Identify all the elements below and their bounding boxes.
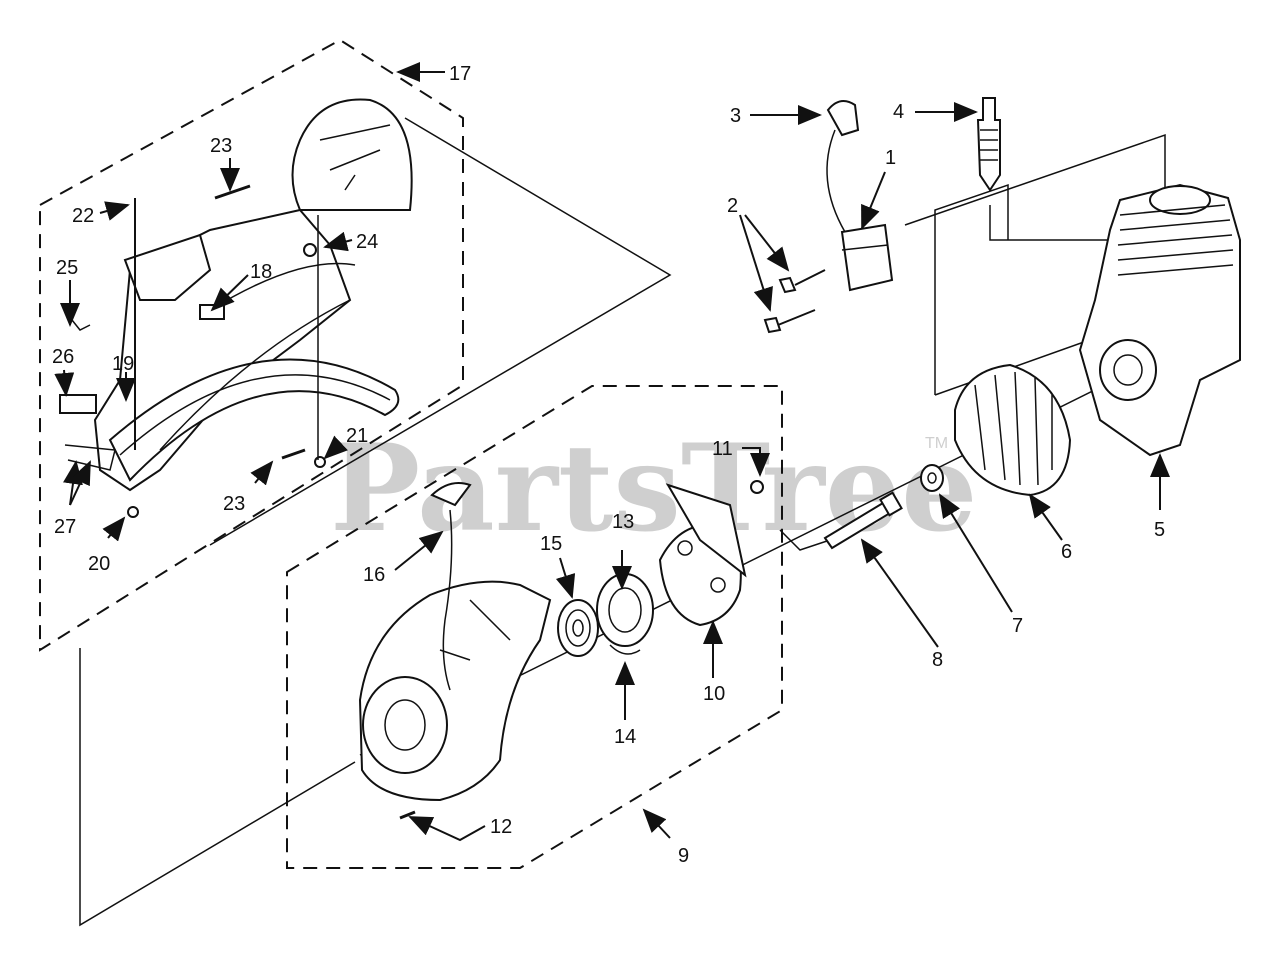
- callout-labels: 1 2 3 4 5 6 7 8 9 10 11 12 13 14 15 16 1…: [52, 63, 1165, 867]
- callout-1: 1: [885, 147, 896, 169]
- starter-handle-16: [430, 482, 472, 507]
- screw-23-lower: [281, 448, 306, 460]
- screw-11: [750, 480, 764, 494]
- group-box-9: [286, 385, 783, 869]
- nut-21: [314, 456, 326, 468]
- bolt-2-upper: [778, 269, 826, 294]
- washer-7: [920, 464, 944, 492]
- nut-20: [127, 506, 139, 518]
- callout-16: 16: [363, 564, 385, 586]
- callout-7: 7: [1012, 615, 1023, 637]
- callout-12: 12: [490, 816, 512, 838]
- callout-19: 19: [112, 353, 134, 375]
- svg-text:PartsTree: PartsTree: [330, 418, 977, 559]
- bolt-2-lower: [763, 309, 816, 334]
- cable-clip-18: [199, 304, 225, 320]
- callout-20: 20: [88, 553, 110, 575]
- screw-12: [399, 810, 416, 820]
- engine-cylinder-5: [1078, 183, 1241, 457]
- callout-27: 27: [54, 516, 76, 538]
- callout-6: 6: [1061, 541, 1072, 563]
- callout-13: 13: [612, 511, 634, 533]
- pulley-13: [596, 573, 654, 647]
- throttle-housing: [123, 233, 212, 301]
- handle-grip-upper: [291, 98, 413, 211]
- starter-assembly: [358, 480, 764, 820]
- callout-23-upper: 23: [210, 135, 232, 157]
- switch-26: [59, 394, 97, 414]
- callout-5: 5: [1154, 519, 1165, 541]
- engine-parts: [763, 97, 1241, 550]
- recoil-spring-15: [557, 599, 599, 657]
- rope-14: [609, 644, 641, 655]
- callout-25: 25: [56, 257, 78, 279]
- callout-21: 21: [346, 425, 368, 447]
- callout-24: 24: [356, 231, 378, 253]
- callout-4: 4: [893, 101, 904, 123]
- callout-10: 10: [703, 683, 725, 705]
- spark-plug-boot-3: [826, 100, 860, 137]
- handle-assembly: [59, 98, 413, 518]
- screw-23-upper: [214, 184, 251, 200]
- callout-22: 22: [72, 205, 94, 227]
- cover-plate: [665, 483, 747, 578]
- svg-text:TM: TM: [925, 435, 948, 452]
- ignition-coil-1: [840, 223, 894, 292]
- callout-26: 26: [52, 346, 74, 368]
- callout-11: 11: [712, 438, 733, 460]
- leader-arrows: [54, 62, 1170, 842]
- watermark: PartsTree TM: [330, 418, 977, 559]
- callout-3: 3: [730, 105, 741, 127]
- callout-14: 14: [614, 726, 636, 748]
- callout-17: 17: [449, 63, 471, 85]
- callout-2: 2: [727, 195, 738, 217]
- nut-24: [303, 243, 317, 257]
- callout-8: 8: [932, 649, 943, 671]
- callout-9: 9: [678, 845, 689, 867]
- spark-plug-4: [976, 97, 1001, 192]
- spring-clip-25: [71, 319, 91, 331]
- group-box-17: [39, 38, 464, 652]
- callout-18: 18: [250, 261, 272, 283]
- callout-23-lower: 23: [223, 493, 245, 515]
- callout-15: 15: [540, 533, 562, 555]
- handle-shaft-tube: [108, 358, 400, 482]
